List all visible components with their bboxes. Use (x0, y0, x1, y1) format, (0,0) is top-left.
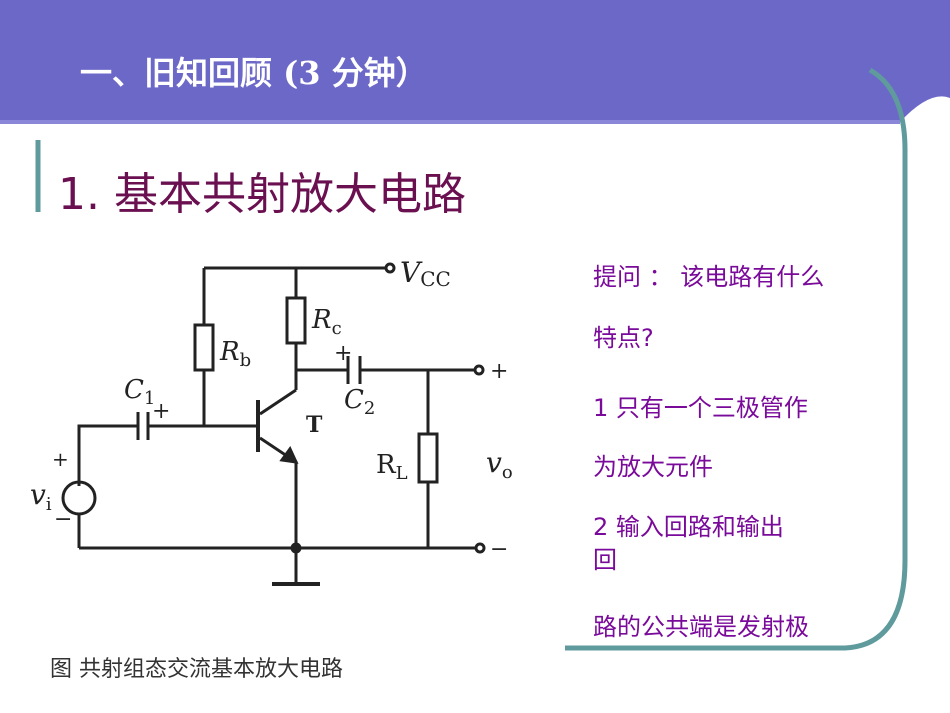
rb-label: Rb (219, 337, 251, 371)
vcc-label: VCC (400, 256, 451, 291)
c2-plus: + (334, 341, 352, 366)
output-plus-terminal (473, 364, 485, 376)
feature-2-line-3: 路的公共端是发射极 (593, 613, 809, 641)
emitter-arrow (279, 446, 299, 464)
rc-label: Rc (311, 305, 342, 339)
section-heading: 1. 基本共射放大电路 (58, 169, 466, 220)
feature-1-line-1: 1 只有一个三极管作 (593, 394, 808, 422)
output-minus-label: − (490, 537, 508, 562)
vi-label: vi (30, 478, 52, 515)
question-line-1: 提问 ： 该电路有什么 (593, 263, 825, 291)
rl-label: RL (376, 450, 408, 484)
input-top-wire (77, 424, 138, 486)
rc-resistor (285, 296, 307, 345)
feature-2-line-1: 2 输入回路和输出 (593, 513, 784, 541)
vcc-terminal (384, 262, 396, 274)
rl-resistor (417, 432, 439, 484)
feature-2-line-2: 回 (593, 546, 617, 574)
vi-plus: + (52, 447, 69, 471)
c1-label: C1 (124, 375, 155, 409)
transistor-label: T (306, 412, 323, 438)
slide-title: 一、旧知回顾 (3 分钟） (80, 54, 428, 92)
c2-label: C2 (344, 385, 375, 419)
vi-minus: − (54, 507, 72, 532)
feature-1-line-2: 为放大元件 (593, 453, 713, 481)
rb-resistor (193, 323, 215, 372)
vo-label: vo (486, 446, 513, 483)
figure-caption: 图 共射组态交流基本放大电路 (50, 657, 343, 682)
question-line-2: 特点? (593, 324, 654, 352)
transistor-collector-lead (259, 388, 297, 416)
output-plus-label: + (490, 359, 508, 384)
amplifier-circuit-diagram: VCC Rb Rc + C2 + RL vo C1 + T + vi − − 图… (30, 256, 513, 682)
output-minus-terminal (474, 542, 486, 554)
c1-plus: + (152, 399, 170, 424)
